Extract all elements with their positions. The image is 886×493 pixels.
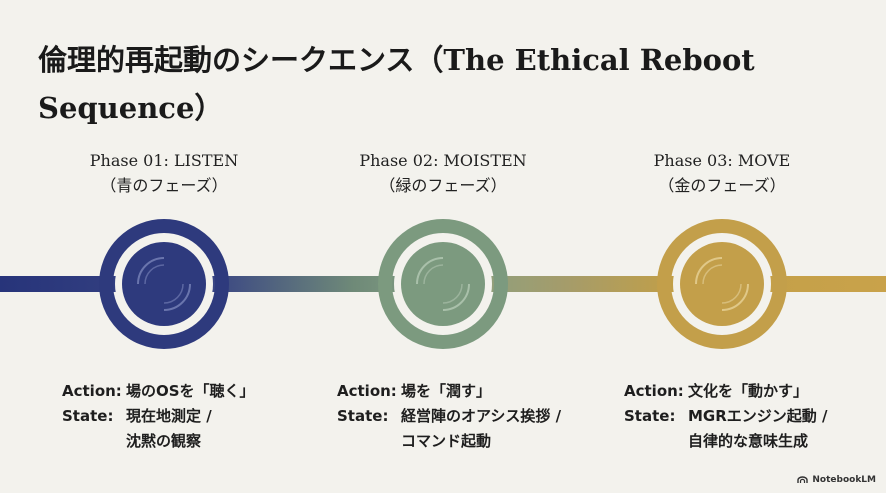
phase-3-state-line1: MGRエンジン起動 / xyxy=(688,407,828,425)
phase-1-description: Action:場のOSを「聴く」 State: 現在地測定 / 沈黙の観察 xyxy=(62,379,255,454)
phase-2-state-label: State: xyxy=(337,407,389,425)
phase-3-state-line2: 自律的な意味生成 xyxy=(688,432,809,450)
page-title: 倫理的再起動のシークエンス（The Ethical Reboot Sequenc… xyxy=(38,43,755,125)
phase-2-description: Action:場を「潤す」 State: 経営陣のオアシス挨拶 / コマンド起動 xyxy=(337,379,561,454)
phase-2-node xyxy=(377,218,509,350)
phase-2-header: Phase 02: MOISTEN （緑のフェーズ） xyxy=(323,148,563,198)
phase-1-name: Phase 01: LISTEN xyxy=(89,151,239,170)
phase-3-action: 文化を「動かす」 xyxy=(688,382,809,400)
phase-1-header: Phase 01: LISTEN （青のフェーズ） xyxy=(44,148,284,198)
phase-1-state-line1: 現在地測定 / xyxy=(126,407,212,425)
phase-3-description: Action:文化を「動かす」 State: MGRエンジン起動 / 自律的な意味… xyxy=(624,379,828,454)
phase-2-action-label: Action: xyxy=(337,382,397,400)
phase-2-action: 場を「潤す」 xyxy=(401,382,492,400)
phase-3-ring-icon xyxy=(657,219,787,349)
phase-1-ring-icon xyxy=(99,219,229,349)
phase-2-state-line2: コマンド起動 xyxy=(401,432,492,450)
phase-2-state-line1: 経営陣のオアシス挨拶 / xyxy=(401,407,562,425)
phase-2-subtitle: （緑のフェーズ） xyxy=(379,176,507,195)
notebooklm-logo-icon xyxy=(797,476,809,483)
phase-2-name: Phase 02: MOISTEN xyxy=(359,151,527,170)
phase-1-action-label: Action: xyxy=(62,382,122,400)
phase-3-name: Phase 03: MOVE xyxy=(653,151,791,170)
phase-1-state-line2: 沈黙の観察 xyxy=(126,432,202,450)
brand-label: NotebookLM xyxy=(812,475,876,485)
phase-1-action: 場のOSを「聴く」 xyxy=(126,382,255,400)
phase-1-subtitle: （青のフェーズ） xyxy=(100,176,228,195)
phase-3-action-label: Action: xyxy=(624,382,684,400)
phase-3-node xyxy=(656,218,788,350)
phase-3-state-label: State: xyxy=(624,407,676,425)
phase-3-header: Phase 03: MOVE （金のフェーズ） xyxy=(602,148,842,198)
brand-watermark: NotebookLM xyxy=(797,475,876,485)
phase-2-ring-icon xyxy=(378,219,508,349)
phase-3-subtitle: （金のフェーズ） xyxy=(658,176,786,195)
phase-1-node xyxy=(98,218,230,350)
phase-1-state-label: State: xyxy=(62,407,114,425)
